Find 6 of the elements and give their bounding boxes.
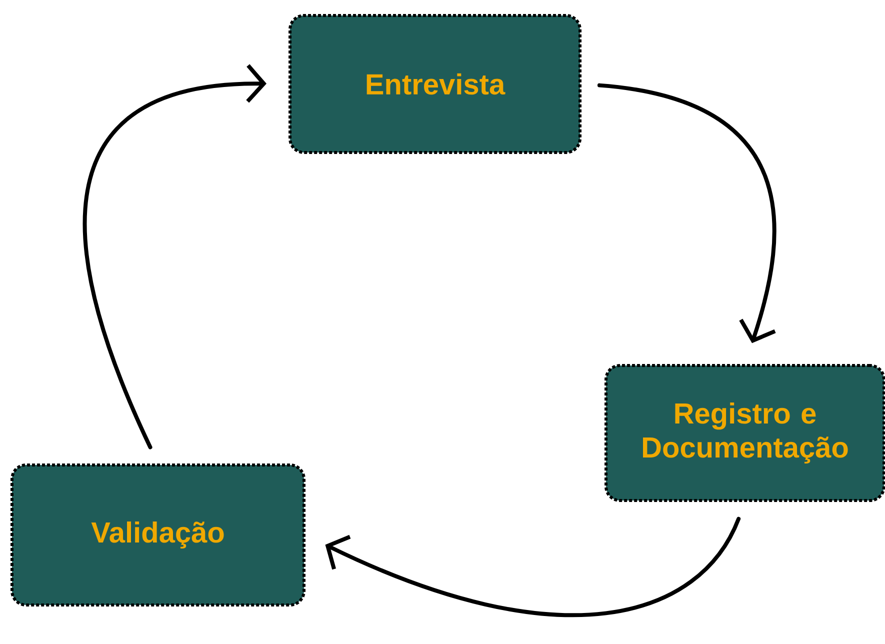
process-box: Validação — [10, 464, 306, 606]
process-box: Registro e Documentação — [604, 364, 885, 502]
process-box: Entrevista — [288, 14, 582, 154]
arrow — [597, 83, 776, 344]
arrow — [83, 64, 267, 450]
arrow — [325, 516, 741, 618]
